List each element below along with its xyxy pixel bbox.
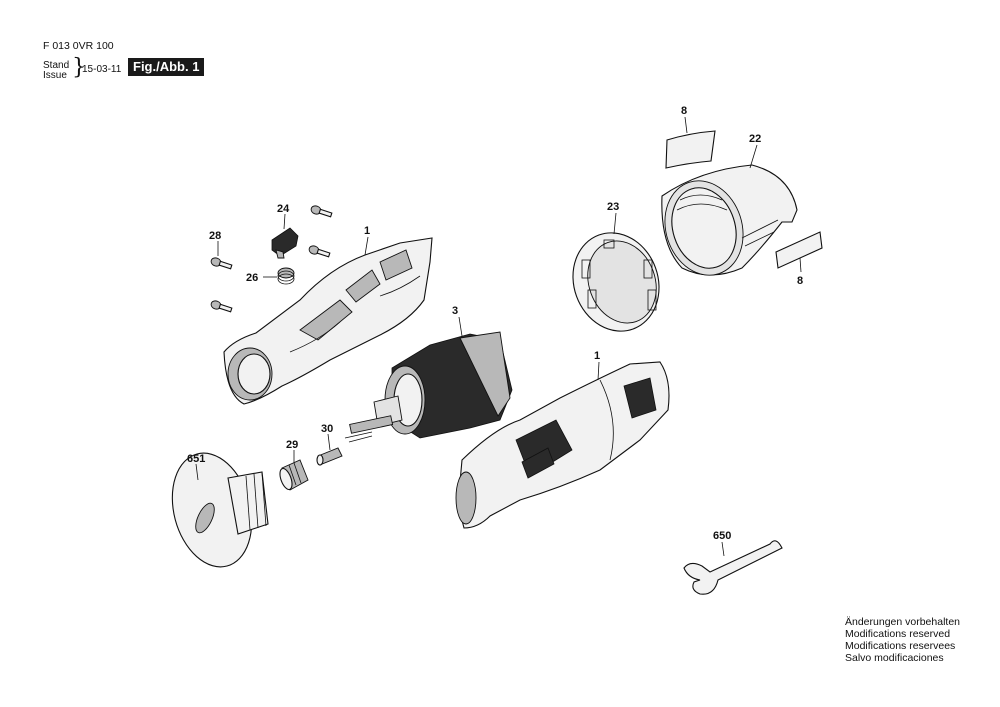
part-28-screws <box>210 205 333 313</box>
part-30-collet <box>316 447 343 466</box>
part-23-ring <box>572 232 660 332</box>
part-8-label-strip-top <box>665 130 716 169</box>
part-29-collet-nut <box>279 459 309 491</box>
callout-650: 650 <box>713 530 731 542</box>
figure-badge: Fig./Abb. 1 <box>128 58 205 76</box>
callout-1-housing: 1 <box>364 225 370 237</box>
callout-26: 26 <box>246 272 258 284</box>
part-1-housing-half <box>223 237 433 405</box>
callout-30: 30 <box>321 423 333 435</box>
part-24-lock-button <box>271 227 299 259</box>
note-en: Modifications reserved <box>845 628 951 640</box>
callout-1-cover: 1 <box>594 350 600 362</box>
stand-label: Stand <box>43 60 70 71</box>
callout-23: 23 <box>607 201 619 213</box>
callout-651: 651 <box>187 453 205 465</box>
note-de: Änderungen vorbehalten <box>845 616 961 628</box>
callout-29: 29 <box>286 439 298 451</box>
callout-8-top: 8 <box>681 105 687 117</box>
callout-8-right: 8 <box>797 275 803 287</box>
part-22-nose-cap <box>661 164 798 276</box>
callout-24: 24 <box>277 203 290 215</box>
modification-notes: Änderungen vorbehalten Modifications res… <box>845 616 960 664</box>
callout-28: 28 <box>209 230 221 242</box>
note-es: Salvo modificaciones <box>845 652 944 664</box>
note-fr: Modifications reservees <box>845 640 956 652</box>
part-8-label-strip-right <box>775 231 823 269</box>
issue-label: Issue <box>43 70 67 81</box>
callout-22: 22 <box>749 133 761 145</box>
part-650-wrench <box>683 540 783 595</box>
brace-symbol: } <box>72 55 86 80</box>
callout-3: 3 <box>452 305 458 317</box>
part-3-motor-unit <box>344 331 513 443</box>
part-651-front-cap <box>171 452 269 568</box>
part-1-outer-cover <box>455 361 670 529</box>
issue-date: 15-03-11 <box>82 64 122 75</box>
part-26-spring <box>277 267 295 285</box>
part-number: F 013 0VR 100 <box>43 40 114 52</box>
